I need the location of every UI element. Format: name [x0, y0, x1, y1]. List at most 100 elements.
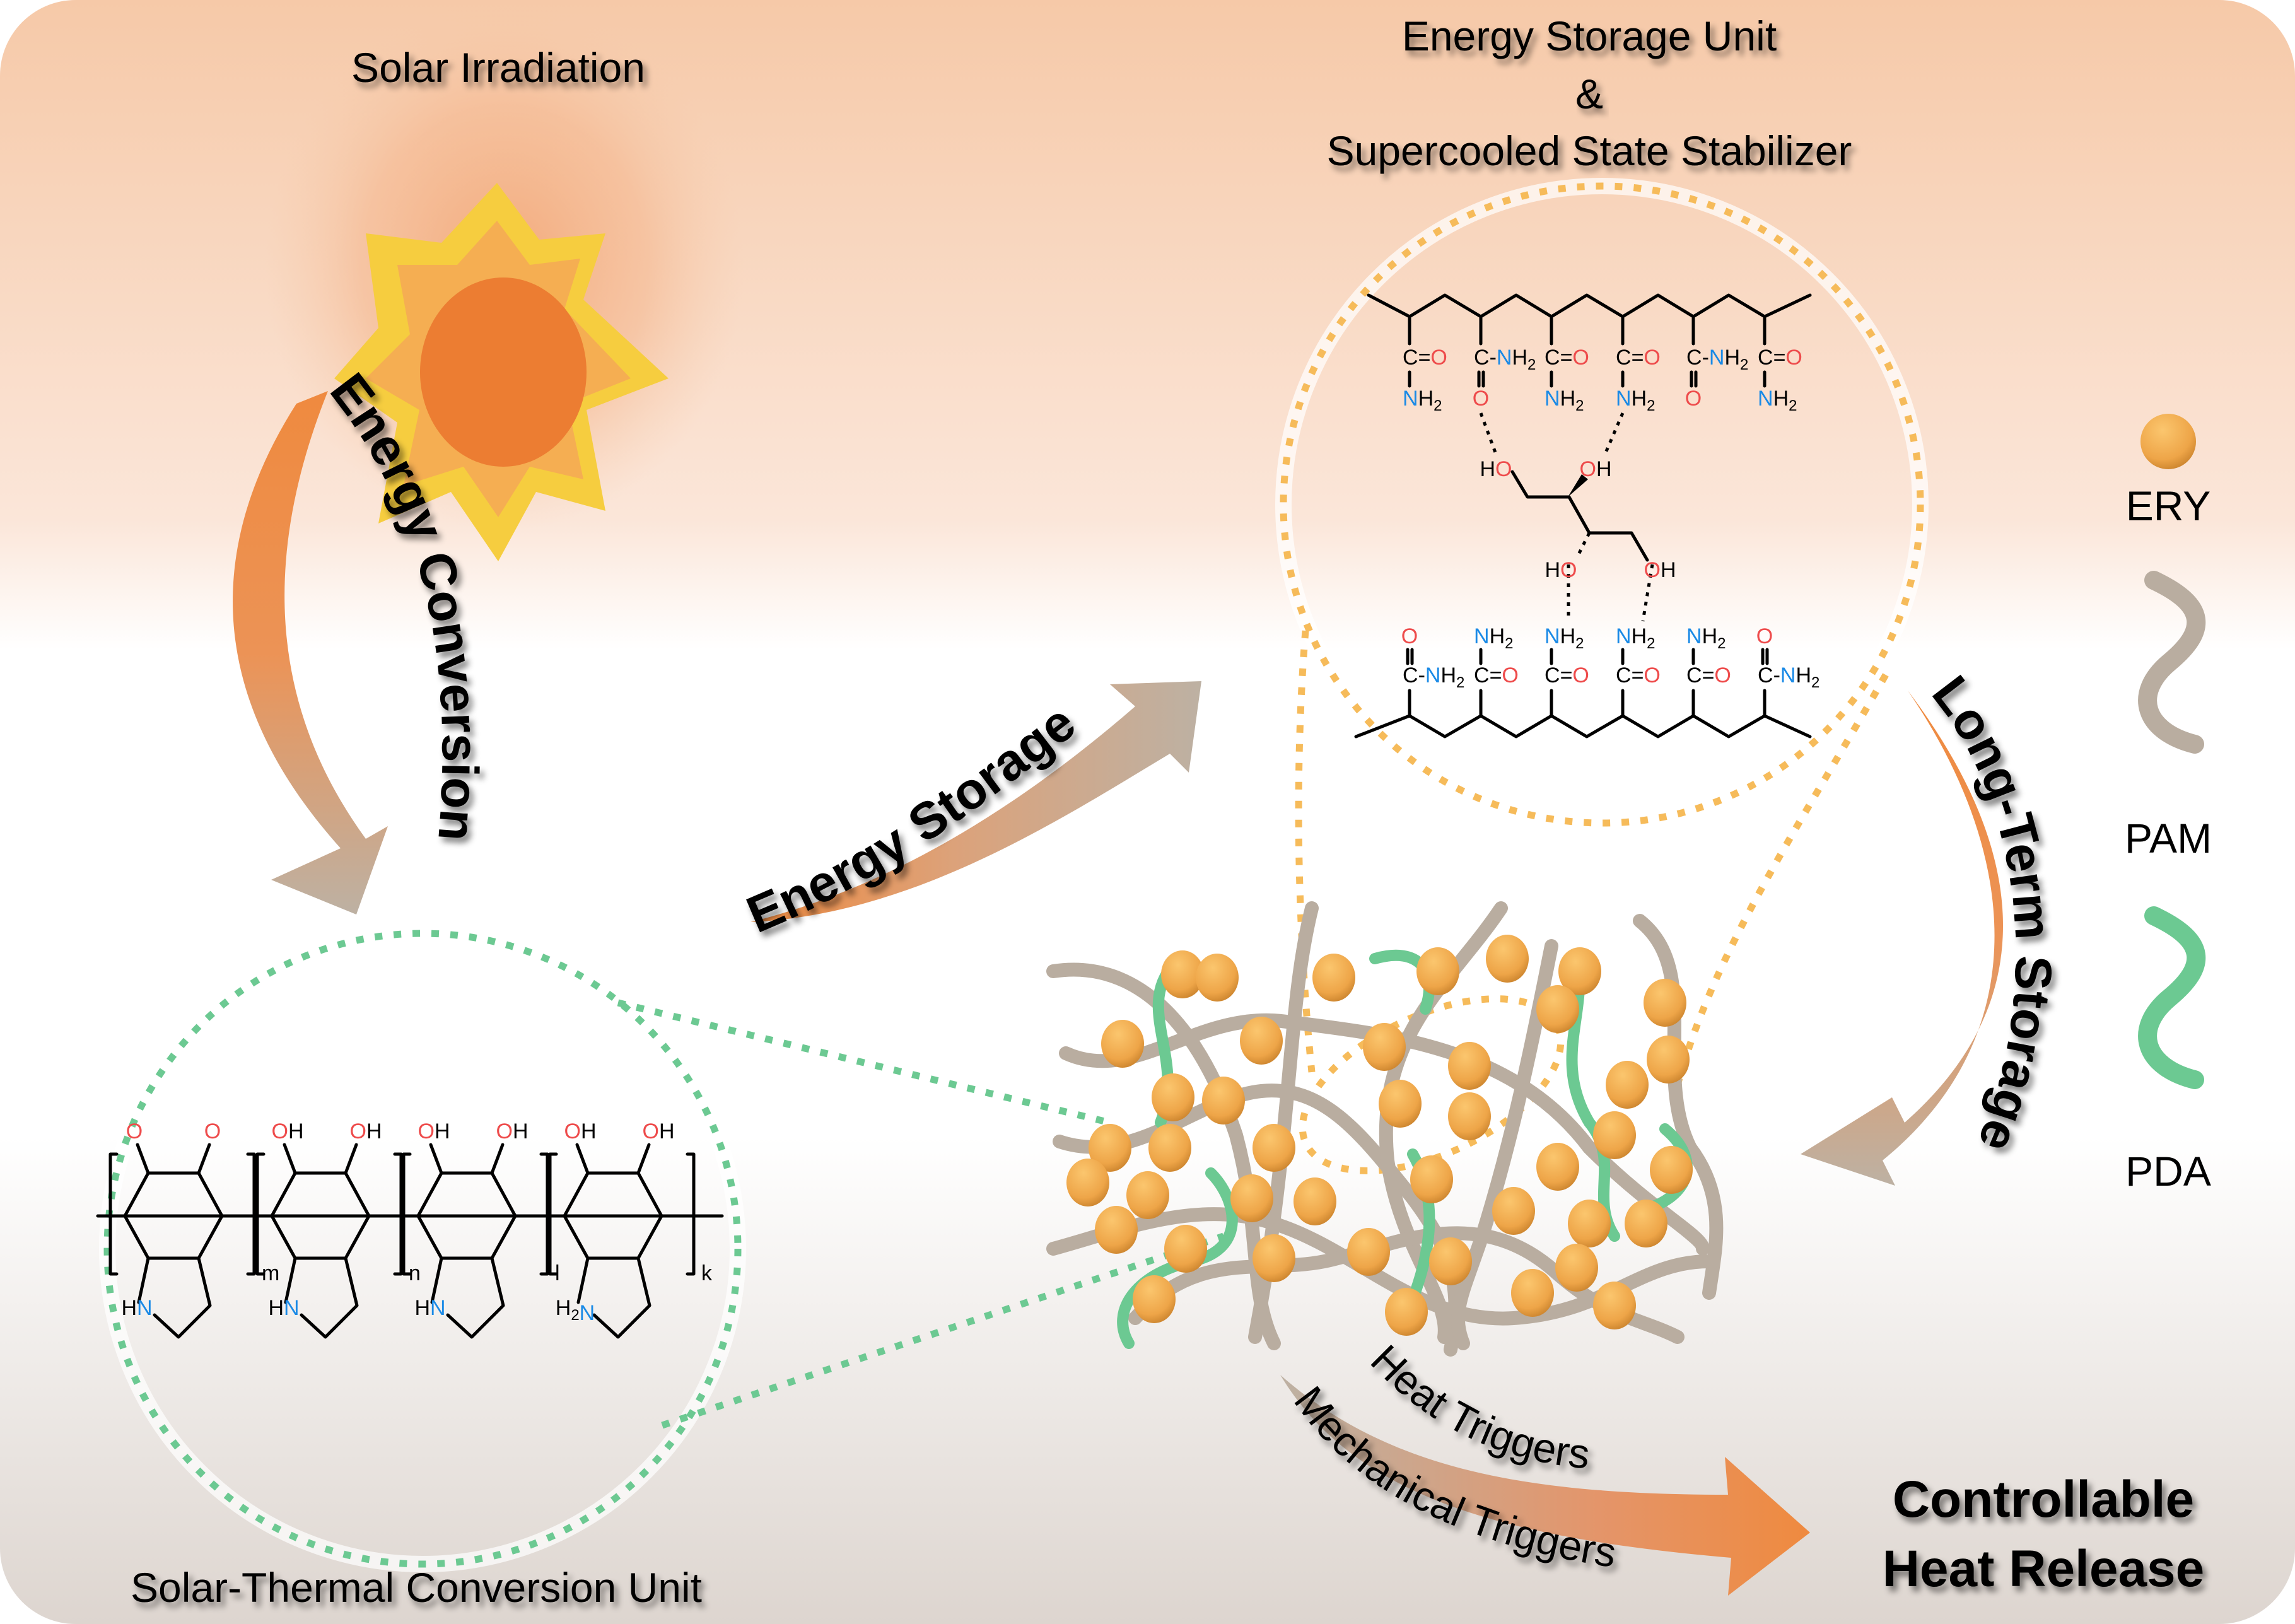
bond-line	[490, 1143, 505, 1175]
amide-group: C-NH2	[1758, 663, 1819, 691]
amide-group: C=O	[1403, 346, 1447, 370]
ery-particle	[1625, 1200, 1667, 1247]
bond-line	[136, 1143, 150, 1175]
ery-particle	[1606, 1061, 1649, 1109]
bond-line	[283, 1143, 297, 1175]
solar-thermal-unit-label: Solar-Thermal Conversion Unit	[131, 1564, 702, 1611]
ery-particle	[1593, 1282, 1636, 1329]
amide-group: C=O	[1616, 663, 1661, 687]
amide-group: C=O	[1474, 663, 1519, 687]
amine-label: H2N	[556, 1296, 595, 1325]
amide-group: C-NH2	[1403, 663, 1464, 691]
amide-group: C-NH2	[1474, 346, 1536, 373]
ery-particle	[1558, 947, 1601, 995]
hydroxyl-label: OH	[349, 1119, 382, 1143]
legend-item-pda: PDA	[2125, 906, 2211, 1195]
ery-particle	[1379, 1080, 1422, 1128]
pyrrole-ring	[430, 1256, 505, 1339]
hydrogen-bond	[1603, 412, 1625, 455]
pyrrole-ring	[576, 1256, 651, 1339]
pam-chain	[1633, 914, 1724, 1300]
hydroxyl-label: OH	[418, 1119, 450, 1143]
legend-label-pam: PAM	[2125, 815, 2212, 862]
ery-particle	[1095, 1206, 1138, 1254]
ery-particle	[1293, 1177, 1336, 1225]
hydroxyl-label: OH	[642, 1119, 674, 1143]
pam-backbone-bottom	[1354, 714, 1812, 739]
carbonyl-oxygen: O	[1473, 387, 1489, 411]
ery-particle	[1126, 1171, 1169, 1219]
ery-particle	[1253, 1124, 1295, 1172]
pam-chemical-structure: C=ONH2C-NH2OC=ONH2C=ONH2C-NH2OC=ONH2OC-N…	[1354, 293, 1819, 739]
pyrrole-ring	[284, 1256, 359, 1339]
bracket-right	[246, 1152, 256, 1276]
ery-particle	[1644, 979, 1686, 1027]
bracket-left	[402, 1152, 412, 1276]
pam-chain	[1451, 939, 1558, 1350]
hydroxyl-label: HO	[1545, 558, 1577, 582]
ery-particle	[1492, 1187, 1535, 1235]
ery-particle	[1148, 1124, 1191, 1172]
hydroxyl-label: OH	[496, 1119, 528, 1143]
ery-particle	[1253, 1234, 1295, 1282]
amide-group: C=O	[1545, 346, 1589, 370]
bracket-right	[393, 1152, 403, 1276]
ery-particle	[1196, 954, 1239, 1002]
hydrogen-bond	[1479, 412, 1498, 455]
amine-label: HN	[414, 1296, 445, 1320]
ery-particle	[1593, 1111, 1636, 1159]
hydroxyl-label: OH	[1644, 558, 1676, 582]
amine-group: NH2	[1545, 624, 1584, 652]
ery-particle	[1647, 1036, 1690, 1084]
amine-label: HN	[121, 1296, 152, 1320]
carbonyl-oxygen: O	[1685, 387, 1702, 411]
ery-particle	[1555, 1244, 1598, 1292]
amine-group: NH2	[1616, 387, 1655, 414]
ery-particle	[1536, 1143, 1579, 1191]
solar-thermal-zoom-circle	[99, 925, 1225, 1572]
hydroxyl-label: HO	[1480, 457, 1512, 481]
repeat-subscript: k	[701, 1261, 713, 1285]
sun-icon	[265, 0, 744, 561]
ery-particle	[1152, 1073, 1194, 1121]
ery-particle	[1230, 1174, 1273, 1222]
controllable-label: Controllable	[1893, 1471, 2194, 1528]
ery-particle	[1448, 1092, 1491, 1140]
ery-particle	[1486, 935, 1529, 983]
pam-curve-icon	[2138, 571, 2206, 754]
ery-sphere-icon	[2140, 414, 2196, 469]
amine-label: HN	[268, 1296, 299, 1320]
carbonyl-oxygen: O	[1401, 624, 1418, 648]
amine-group: NH2	[1686, 624, 1726, 652]
heat-release-label: Heat Release	[1883, 1540, 2205, 1598]
erythritol-skeleton	[1510, 470, 1649, 562]
carbonyl-oxygen: O	[1756, 624, 1773, 648]
ery-particle	[1511, 1269, 1554, 1317]
ery-particle	[1161, 950, 1204, 998]
ery-particle	[1448, 1042, 1491, 1090]
bracket-left	[108, 1152, 119, 1276]
ery-particle	[1202, 1077, 1245, 1125]
hydroxyl-label: OH	[271, 1119, 303, 1143]
amide-group: C=O	[1616, 346, 1661, 370]
hydroxyl-label: OH	[564, 1119, 596, 1143]
ery-particle	[1410, 1155, 1453, 1203]
bond-line	[344, 1143, 358, 1175]
amide-group: C=O	[1545, 663, 1589, 687]
ery-particle	[1164, 1225, 1207, 1273]
amide-group: C=O	[1686, 663, 1731, 687]
ery-particle	[1101, 1020, 1144, 1068]
pyrrole-ring	[137, 1256, 212, 1339]
ery-particle	[1312, 954, 1355, 1002]
ery-particle	[1089, 1124, 1131, 1172]
amine-group: NH2	[1758, 387, 1797, 414]
legend: ERY PAM PDA	[2125, 414, 2212, 1195]
bracket-right	[539, 1152, 549, 1276]
ery-particle	[1363, 1023, 1406, 1071]
legend-label-pda: PDA	[2125, 1148, 2211, 1195]
ery-particle	[1240, 1017, 1283, 1065]
pam-backbone-top	[1367, 293, 1812, 318]
amine-group: NH2	[1474, 624, 1513, 652]
